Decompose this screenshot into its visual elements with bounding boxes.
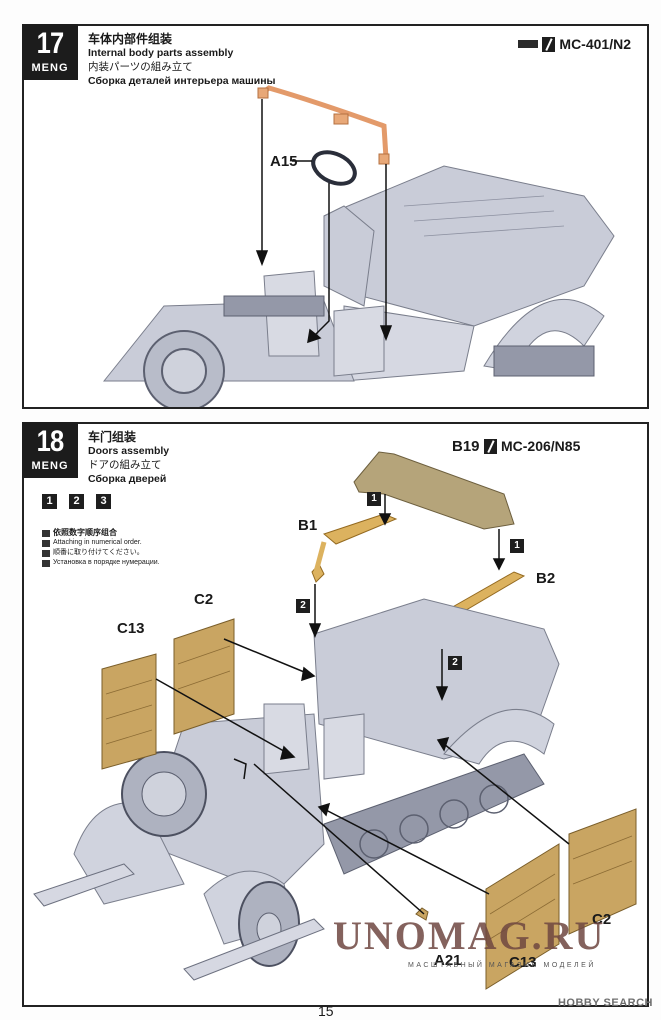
rear-fender <box>443 709 555 765</box>
language-flag-icon <box>42 549 50 557</box>
assembly-arrows <box>255 99 393 344</box>
title-jp: 内装パーツの組み立て <box>88 61 193 73</box>
step-18-illustration <box>33 451 637 990</box>
part-label: A15 <box>270 153 298 170</box>
paintbrush-icon <box>484 438 497 454</box>
step-titles: 车体内部件组装 Internal body parts assembly 内装パ… <box>88 32 276 88</box>
order-number: 3 <box>96 494 111 509</box>
step-badge: 18 MENG <box>22 422 78 478</box>
steering-wheel-part <box>311 150 357 186</box>
watermark: UNOMAG.RU <box>333 913 606 958</box>
sequence-marker: 2 <box>296 599 310 613</box>
ski-right <box>183 918 325 981</box>
handrail-end <box>378 153 390 165</box>
title-cn: 车体内部件组装 <box>88 32 173 46</box>
step-number: 17 <box>36 27 65 60</box>
note-jp: 順番に取り付けてください。 <box>53 549 144 556</box>
door-c2-left <box>173 618 235 735</box>
watermark-subtext: МАСШТАБНЫЙ МАГАЗИН МОДЕЛЕЙ <box>408 962 596 969</box>
step-badge: 17 MENG <box>22 24 78 80</box>
title-ru: Сборка деталей интерьера машины <box>88 75 276 87</box>
title-en: Internal body parts assembly <box>88 47 234 59</box>
note-ru: Установка в порядке нумерации. <box>53 559 160 566</box>
spare-wheel <box>121 751 207 837</box>
note-cn: 依照数字顺序组合 <box>53 528 117 537</box>
assembly-arrows <box>155 494 570 915</box>
step-17-panel: 17 MENG 车体内部件组装 Internal body parts asse… <box>22 24 649 409</box>
front-seatback <box>323 205 375 307</box>
handrail-end <box>257 87 269 99</box>
language-flag-icon <box>42 559 50 567</box>
note-en: Attaching in numerical order. <box>53 539 142 546</box>
assembly-notes: 依照数字顺序组合 Attaching in numerical order. 順… <box>42 528 160 568</box>
door-c2-right <box>568 808 637 935</box>
order-sequence: 1 2 3 <box>42 494 111 509</box>
spare-wheel <box>143 330 225 407</box>
tracks <box>323 753 545 875</box>
order-number: 2 <box>69 494 84 509</box>
part-label: C2 <box>194 591 214 608</box>
sequence-marker: 2 <box>448 656 462 670</box>
brand-logo: MENG <box>31 460 69 472</box>
handrail-mount <box>333 113 349 125</box>
door-c13-right <box>485 843 560 990</box>
step-17-illustration <box>102 85 615 407</box>
paint-swatch <box>518 40 539 48</box>
step-18-panel: 18 MENG 车门组装 Doors assembly ドアの組み立て Сбор… <box>22 422 649 1007</box>
track-assembly <box>323 753 545 875</box>
paint-reference: MC-206/N85 <box>484 438 580 454</box>
skis <box>33 863 325 981</box>
part-label: A21 <box>434 952 462 969</box>
step-number: 18 <box>36 425 65 458</box>
ski-left <box>33 863 135 907</box>
credit-logo: HOBBY SEARCH <box>557 997 653 1009</box>
handrail-part <box>260 85 389 159</box>
brand-logo: MENG <box>31 62 69 74</box>
passenger-seat <box>333 305 385 377</box>
order-number: 1 <box>42 494 57 509</box>
language-flag-icon <box>42 529 50 537</box>
paint-code: MC-401/N2 <box>559 36 631 52</box>
sequence-marker: 1 <box>367 492 381 506</box>
roof-panel-lines <box>403 195 565 237</box>
door-c13-left <box>101 653 157 770</box>
paintbrush-icon <box>542 36 556 52</box>
tracks <box>223 295 595 377</box>
paint-reference: MC-401/N2 <box>518 36 631 52</box>
part-label: B1 <box>298 517 318 534</box>
language-flag-icon <box>42 539 50 547</box>
part-label: C13 <box>117 620 145 637</box>
track-rear <box>493 345 595 377</box>
title-jp: ドアの組み立て <box>88 459 162 471</box>
track-front <box>223 295 325 317</box>
part-label: B19 <box>452 438 480 455</box>
road-wheels <box>359 784 509 859</box>
part-label: C13 <box>509 954 537 971</box>
part-label: C2 <box>592 911 612 928</box>
paint-code: MC-206/N85 <box>501 438 581 454</box>
part-label: B2 <box>536 570 556 587</box>
page-number: 15 <box>318 1003 334 1019</box>
title-cn: 车门组装 <box>88 430 137 444</box>
title-ru: Сборка дверей <box>88 473 167 485</box>
sequence-marker: 1 <box>510 539 524 553</box>
driver-seat <box>263 703 310 775</box>
step-titles: 车门组装 Doors assembly ドアの組み立て Сборка двере… <box>88 430 169 486</box>
passenger-seat <box>323 713 365 780</box>
title-en: Doors assembly <box>88 445 170 457</box>
bracket-b1 <box>322 513 398 545</box>
vehicle-body <box>73 598 560 945</box>
